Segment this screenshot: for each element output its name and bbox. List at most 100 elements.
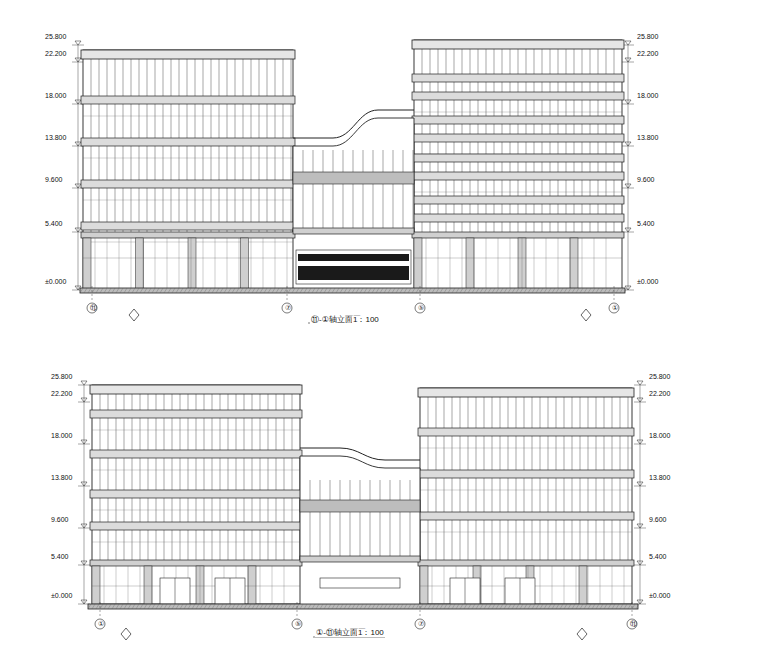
drawing-line [296,604,299,609]
drawing-rect [81,222,295,230]
drawing-line [216,604,219,609]
drawing-line [380,604,383,609]
drawing-line [444,566,445,604]
drawing-line [488,288,491,293]
drawing-line [104,566,105,604]
drawing-line [72,62,84,63]
drawing-line [276,604,279,609]
level-symbol [637,440,643,444]
drawing-line [132,604,135,609]
drawing-line [380,288,383,293]
drawing-line [556,604,559,609]
drawing-line [88,288,91,293]
level-symbol [81,398,87,402]
drawing-rect [412,92,624,100]
level-value: 25.800 [648,373,671,380]
drawing-line [444,604,447,609]
drawing-line [368,288,371,293]
drawing-line [588,604,591,609]
drawing-line [616,604,619,609]
drawing-rect [81,138,295,146]
drawing-line [284,288,287,293]
drawing-rect [92,566,100,604]
drawing-line [548,288,551,293]
drawing-line [360,480,361,560]
drawing-line [192,604,195,609]
drawing-line [236,288,239,293]
drawing-line [576,566,577,604]
drawing-line [384,288,387,293]
level-value: 9.600 [50,516,70,523]
drawing-line [392,288,395,293]
drawing-line [323,150,324,232]
drawing-line [184,604,187,609]
drawing-line [112,604,115,609]
drawing-line [524,288,527,293]
drawing-line [224,288,227,293]
drawing-line [184,288,187,293]
drawing-line [534,238,535,290]
drawing-line [100,394,101,560]
level-symbol [637,482,643,486]
drawing-line [480,604,483,609]
drawing-line [604,288,607,293]
level-value: 13.800 [636,134,659,141]
drawing-line [72,45,84,46]
drawing-line [272,566,273,604]
drawing-line [156,288,159,293]
drawing-line [380,480,381,560]
drawing-line [570,238,571,290]
drawing-line [468,288,471,293]
drawing-line [508,604,511,609]
drawing-line [260,394,261,560]
drawing-line [107,238,108,290]
drawing-line [620,604,623,609]
drawing-line [620,288,623,293]
drawing-line [140,394,141,560]
drawing-line [224,604,227,609]
drawing-line [92,430,300,431]
drawing-line [196,604,199,609]
drawing-rect [83,238,91,290]
grid-bubble [282,303,292,313]
level-value: 5.400 [50,553,70,560]
drawing-line [244,394,245,560]
drawing-line [584,288,587,293]
drawing-line [528,604,531,609]
drawing-line [112,288,115,293]
drawing-line [212,566,213,604]
drawing-line [388,604,391,609]
drawing-line [476,397,477,560]
drawing-line [92,470,300,471]
grid-number: ⑦ [284,304,292,311]
drawing-line [424,288,427,293]
drawing-line [132,288,135,293]
drawing-rect [412,40,624,49]
drawing-line [640,385,641,604]
drawing-line [180,288,183,293]
drawing-line [392,604,395,609]
drawing-line [634,565,646,566]
level-symbol [75,142,81,146]
drawing-line [388,288,391,293]
drawing-line [148,394,149,560]
drawing-line [172,288,175,293]
drawing-line [272,288,275,293]
level-symbol [75,58,81,62]
drawing-line [333,150,334,232]
drawing-rect [466,238,474,290]
drawing-line [600,566,601,604]
drawing-line [560,604,563,609]
drawing-line [632,602,633,618]
drawing-line [128,566,129,604]
drawing-line [594,238,595,290]
drawing-line [356,288,359,293]
drawing-line [364,604,367,609]
drawing-line [310,480,311,560]
drawing-line [236,604,239,609]
drawing-line [484,604,487,609]
drawing-line [144,288,147,293]
drawing-line [300,288,303,293]
drawing-line [272,604,275,609]
drawing-line [168,604,171,609]
